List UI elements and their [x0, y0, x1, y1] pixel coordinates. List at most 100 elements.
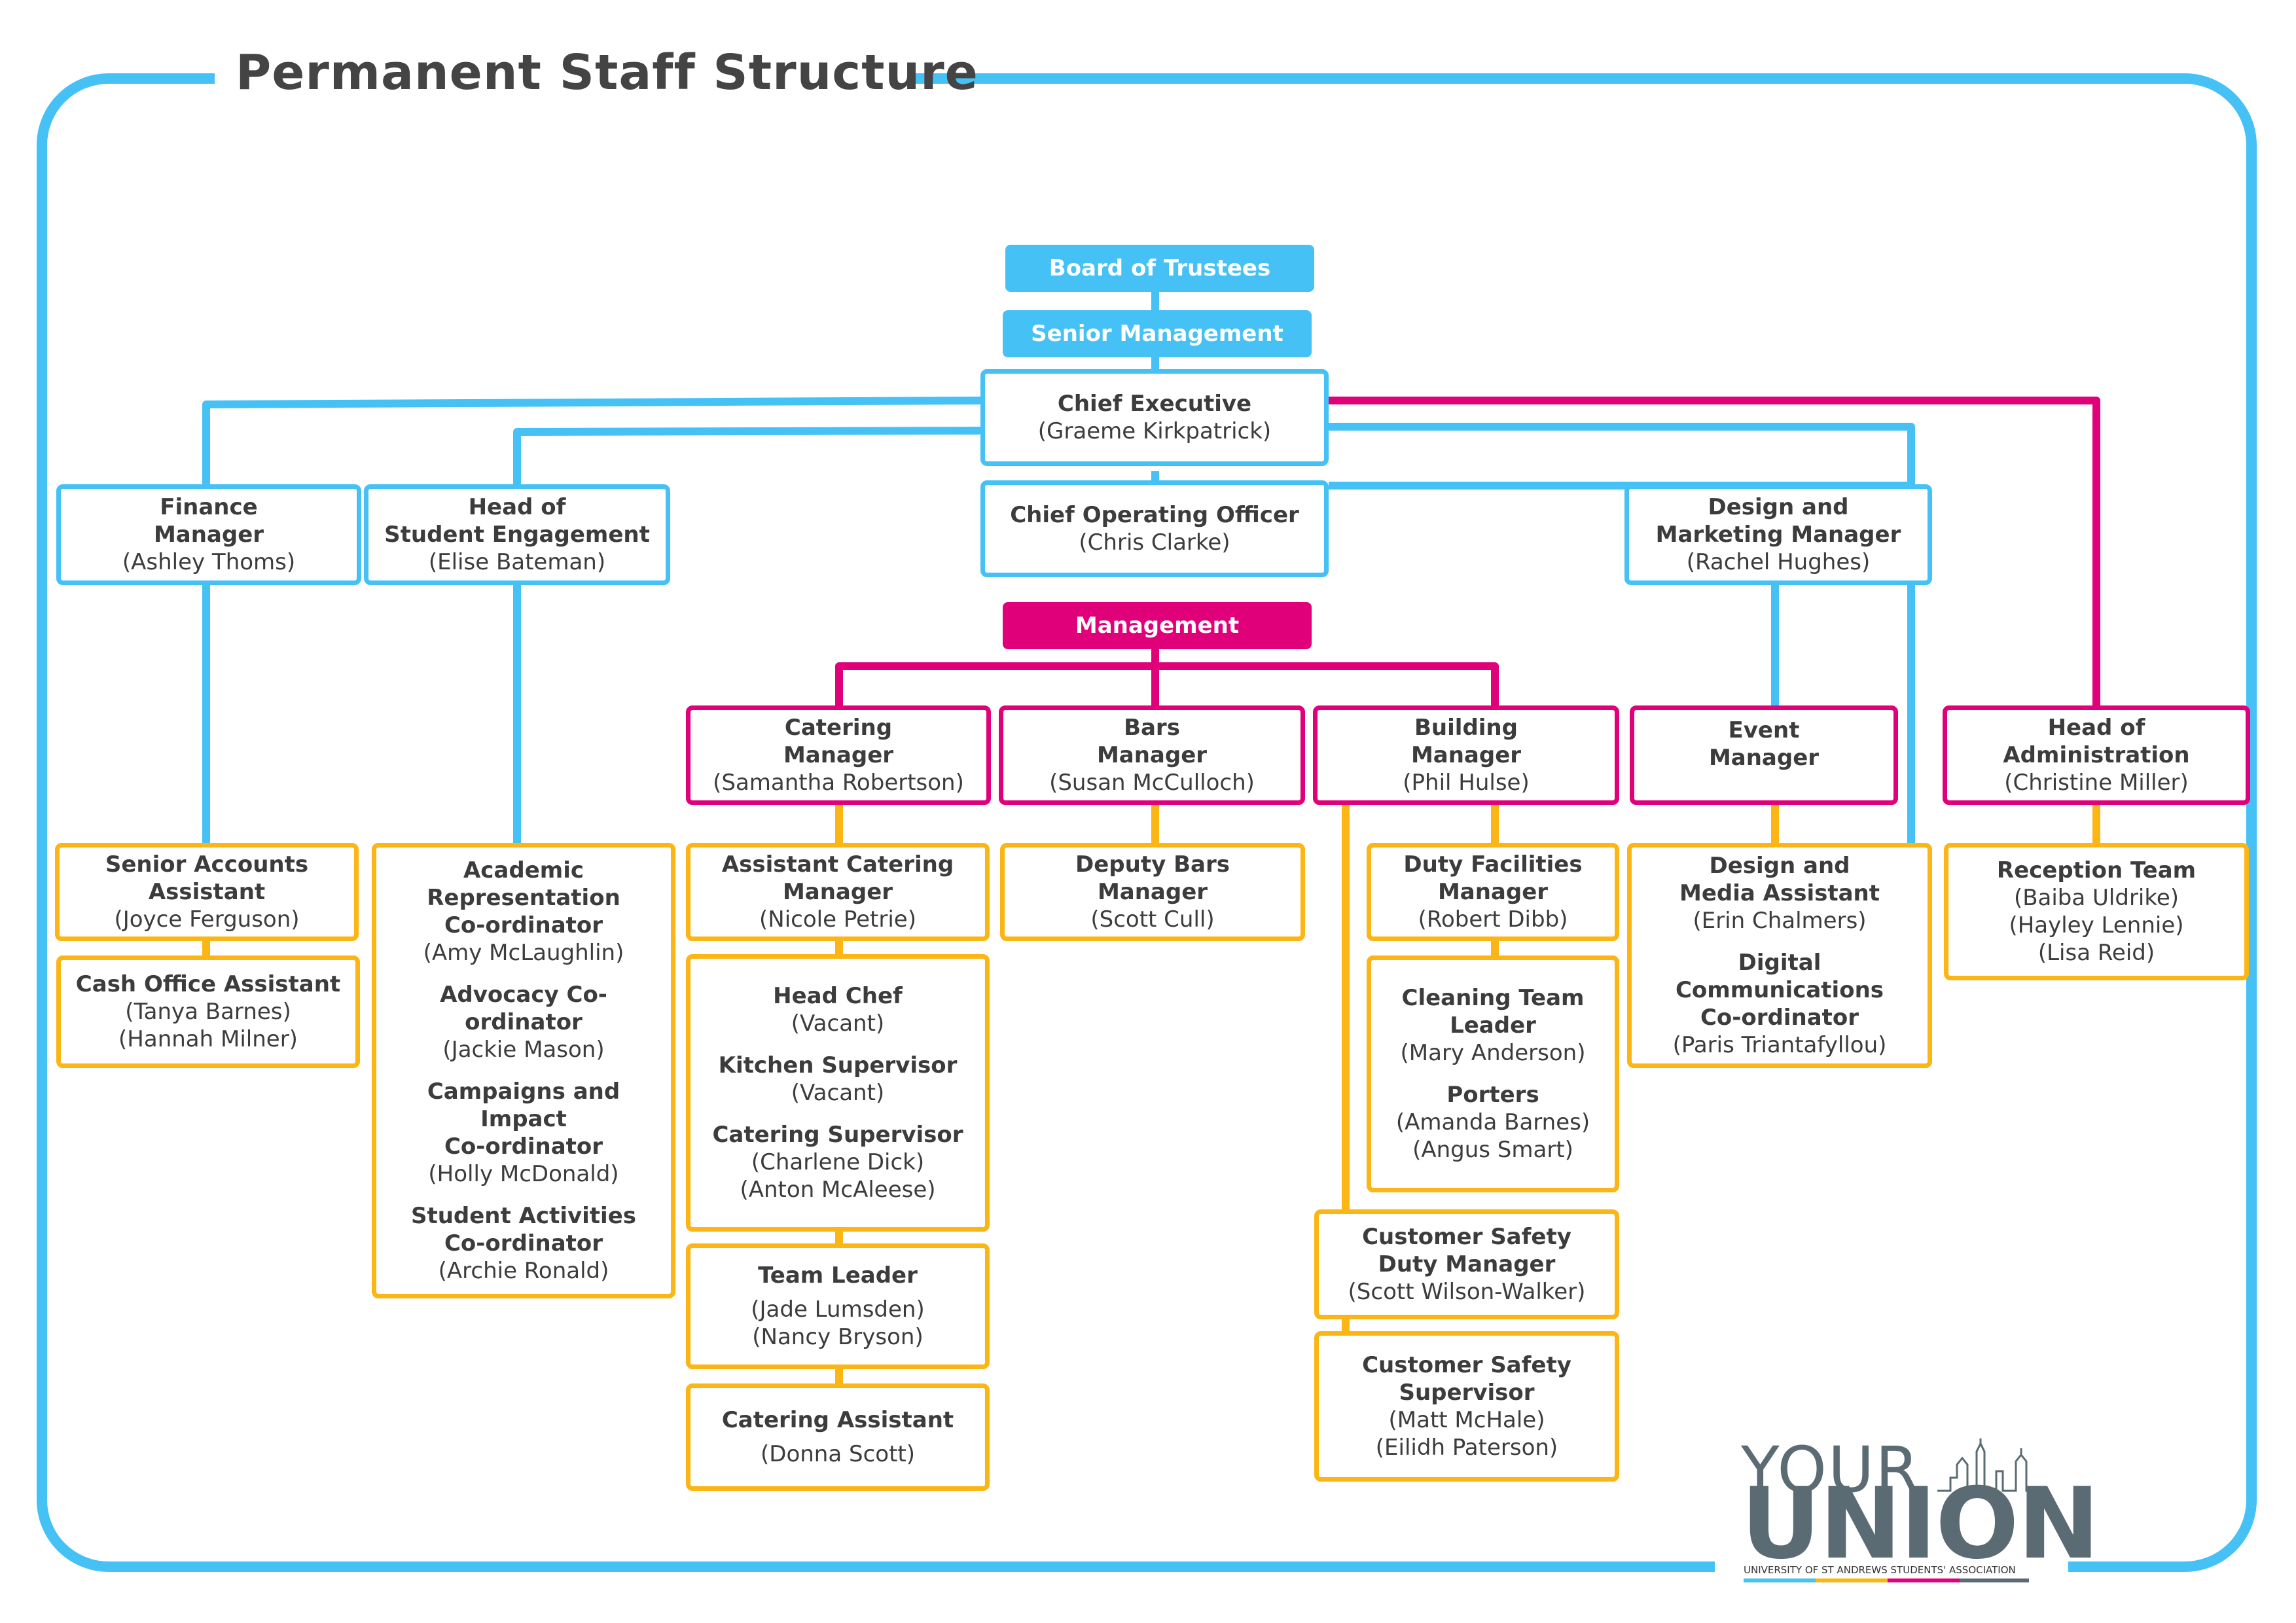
role: Cleaning Team: [1401, 985, 1585, 1011]
role: Student Activities: [410, 1203, 637, 1229]
pink-connectors: [835, 397, 2100, 708]
person: (Anton McAleese): [740, 1177, 936, 1203]
role: Cash Office Assistant: [75, 971, 341, 997]
person: (Susan McCulloch): [1049, 770, 1255, 796]
board-of-trustees: Board of Trustees: [1005, 245, 1314, 292]
logo-stripe-blue: [1744, 1578, 1816, 1582]
role: Event: [1728, 717, 1800, 743]
role: Team Leader: [758, 1262, 918, 1289]
role: Bars: [1124, 715, 1180, 741]
role: Assistant: [148, 879, 266, 905]
student-coordinators-box: Academic Representation Co-ordinator (Am…: [372, 843, 675, 1298]
person: (Mary Anderson): [1400, 1040, 1586, 1066]
role: Administration: [2003, 742, 2190, 768]
role: Reception Team: [1996, 857, 2197, 883]
person: (Vacant): [791, 1080, 885, 1106]
person: (Jade Lumsden): [751, 1296, 925, 1323]
person: (Holly McDonald): [428, 1161, 619, 1187]
role: Catering: [784, 715, 893, 741]
event-manager-box: Event Manager: [1630, 705, 1898, 805]
role: Campaigns and Impact: [427, 1079, 620, 1132]
person: (Samantha Robertson): [713, 770, 964, 796]
person: (Vacant): [791, 1010, 885, 1037]
role: Supervisor: [1399, 1380, 1535, 1406]
page-title: Permanent Staff Structure: [236, 45, 978, 101]
kitchen-box: Head Chef (Vacant) Kitchen Supervisor (V…: [686, 954, 990, 1232]
person: (Archie Ronald): [438, 1258, 609, 1284]
role: Co-ordinator: [444, 912, 603, 938]
role: Manager: [1097, 879, 1208, 905]
person: (Scott Wilson-Walker): [1348, 1279, 1586, 1305]
cash-office-box: Cash Office Assistant (Tanya Barnes) (Ha…: [56, 955, 360, 1068]
role: Digital Communications: [1675, 950, 1884, 1003]
logo-your-text: YOUR: [1741, 1433, 1920, 1507]
role: Co-ordinator: [1700, 1005, 1859, 1031]
person: (Amy McLaughlin): [423, 940, 624, 966]
role: Student Engagement: [384, 522, 650, 548]
head-of-administration-box: Head of Administration (Christine Miller…: [1943, 705, 2250, 805]
role: Chief Operating Officer: [1010, 502, 1299, 528]
role: Building: [1414, 715, 1518, 741]
role: Co-ordinator: [444, 1230, 603, 1257]
catering-assistant-box: Catering Assistant (Donna Scott): [686, 1383, 990, 1491]
chief-executive-box: Chief Executive (Graeme Kirkpatrick): [980, 369, 1329, 466]
person: (Lisa Reid): [2037, 940, 2155, 966]
role: Head Chef: [773, 983, 903, 1009]
logo-subtitle: UNIVERSITY OF ST ANDREWS STUDENTS' ASSOC…: [1744, 1564, 2016, 1576]
role: Media Assistant: [1679, 880, 1880, 906]
person: (Hannah Milner): [118, 1026, 298, 1052]
person: (Nicole Petrie): [759, 906, 916, 933]
logo-stripe-grey: [1960, 1578, 2029, 1582]
title-background: [215, 39, 908, 111]
person: (Graeme Kirkpatrick): [1037, 418, 1272, 444]
bars-manager-box: Bars Manager (Susan McCulloch): [999, 705, 1305, 805]
person: (Jackie Mason): [442, 1037, 605, 1063]
role: Head of: [468, 494, 566, 520]
skyline-icon: [1937, 1438, 2036, 1492]
management: Management: [1003, 602, 1312, 649]
role: Customer Safety: [1362, 1224, 1571, 1250]
role: Leader: [1450, 1012, 1536, 1039]
blue-connectors: [202, 288, 1915, 844]
role: Co-ordinator: [444, 1133, 603, 1160]
role: Manager: [1437, 879, 1549, 905]
role: Marketing Manager: [1655, 522, 1901, 548]
customer-safety-duty-box: Customer Safety Duty Manager (Scott Wils…: [1314, 1209, 1619, 1319]
person: (Nancy Bryson): [752, 1324, 924, 1350]
student-engagement-box: Head of Student Engagement (Elise Batema…: [364, 484, 670, 585]
person: (Baiba Uldrike): [2013, 885, 2179, 911]
role: Finance: [160, 494, 258, 520]
person: (Matt McHale): [1388, 1407, 1545, 1433]
role: Manager: [782, 879, 893, 905]
role: Design and: [1709, 853, 1850, 879]
role: Manager: [1096, 742, 1208, 768]
senior-accounts-box: Senior Accounts Assistant (Joyce Ferguso…: [55, 843, 359, 941]
person: (Chris Clarke): [1079, 529, 1230, 556]
reception-team-box: Reception Team (Baiba Uldrike) (Hayley L…: [1944, 843, 2249, 980]
finance-manager-box: Finance Manager (Ashley Thoms): [56, 484, 361, 585]
person: (Donna Scott): [761, 1441, 915, 1467]
role: Head of: [2047, 715, 2145, 741]
person: (Ashley Thoms): [122, 549, 296, 575]
building-manager-box: Building Manager (Phil Hulse): [1313, 705, 1619, 805]
outer-frame: [37, 73, 2257, 1572]
role: Manager: [783, 742, 894, 768]
coo-box: Chief Operating Officer (Chris Clarke): [980, 480, 1329, 577]
design-media-box: Design and Media Assistant (Erin Chalmer…: [1627, 843, 1932, 1068]
role: Duty Facilities: [1403, 851, 1583, 878]
role: Manager: [153, 522, 264, 548]
person: (Tanya Barnes): [125, 999, 291, 1025]
assistant-catering-box: Assistant Catering Manager (Nicole Petri…: [686, 843, 990, 941]
senior-management: Senior Management: [1003, 310, 1312, 357]
role: Representation: [427, 885, 620, 911]
person: (Elise Bateman): [428, 549, 606, 575]
role: Assistant Catering: [721, 851, 954, 878]
person: (Phil Hulse): [1403, 770, 1530, 796]
person: (Scott Cull): [1090, 906, 1215, 933]
person: (Hayley Lennie): [2009, 912, 2184, 938]
role: Customer Safety: [1362, 1352, 1571, 1378]
person: (Joyce Ferguson): [114, 906, 300, 933]
logo-stripe-pink: [1888, 1578, 1960, 1582]
person: (Christine Miller): [2004, 770, 2189, 796]
